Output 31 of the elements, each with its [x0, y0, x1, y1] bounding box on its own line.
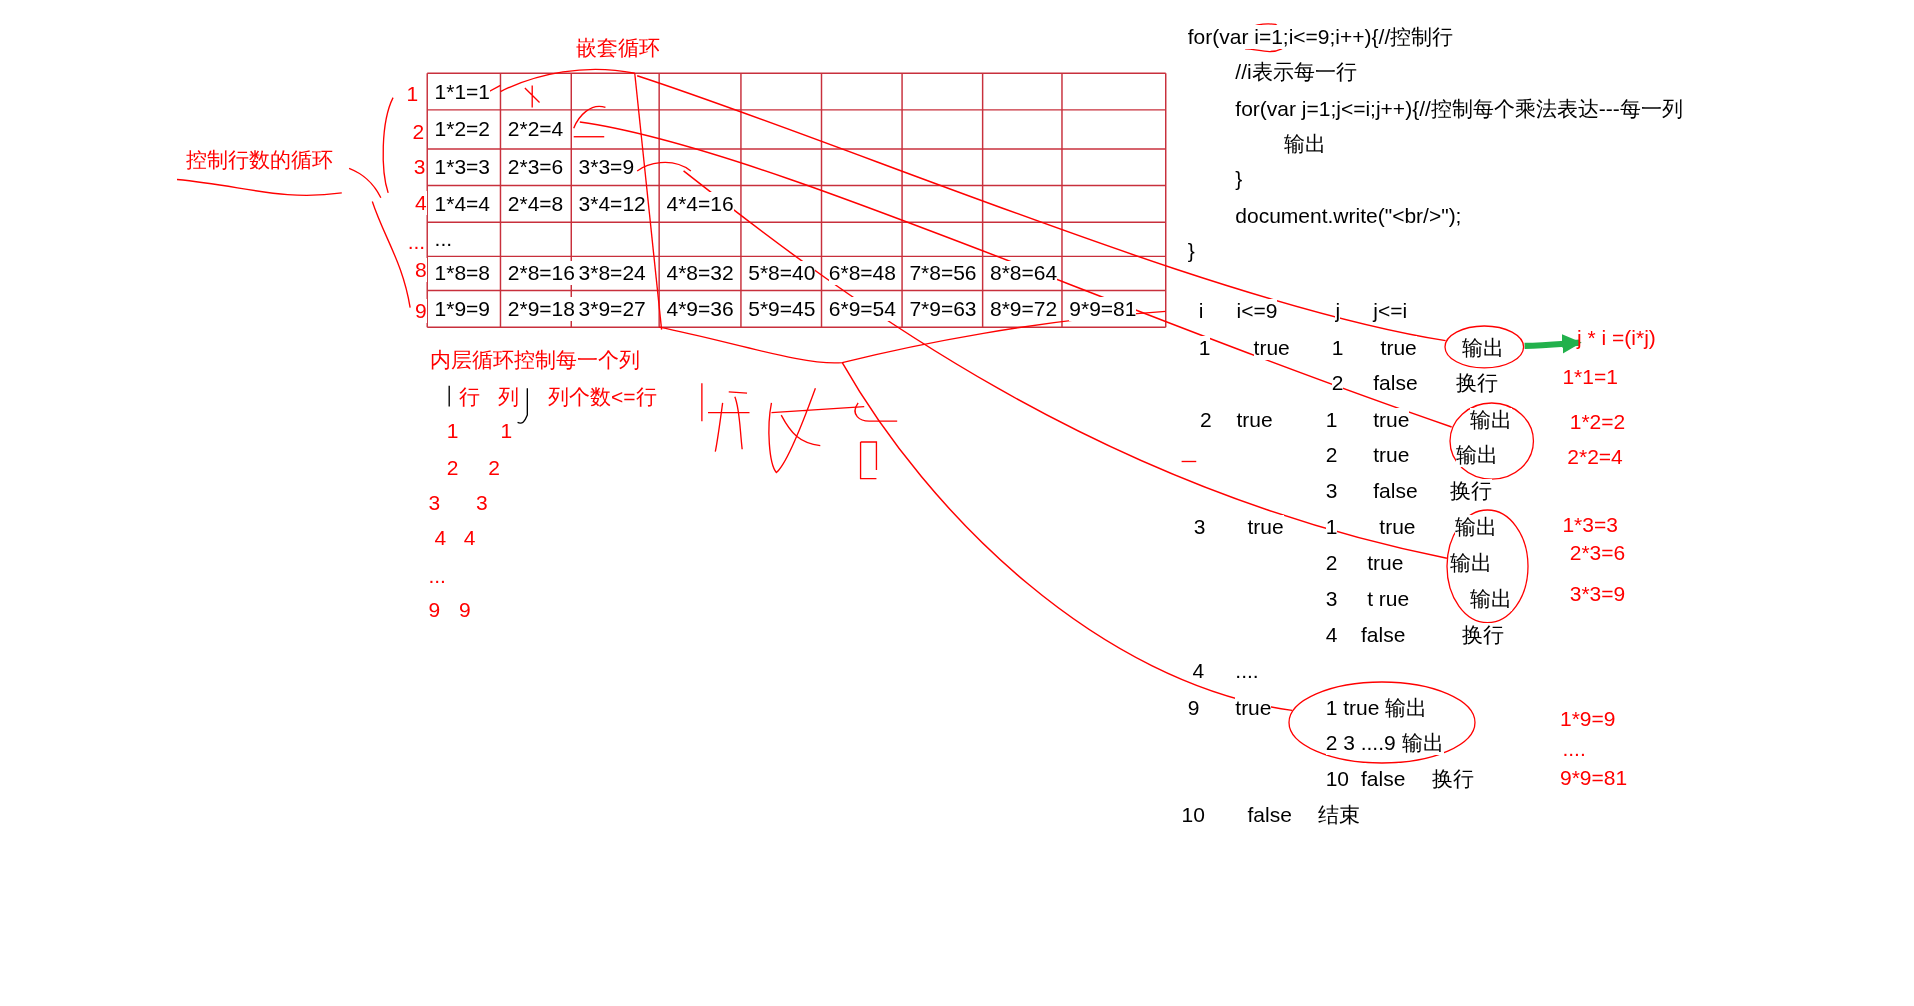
- circled-group: [1287, 681, 1476, 765]
- annotation-text: 列个数<=行: [548, 384, 657, 409]
- trace-value: 换行: [1450, 478, 1493, 503]
- circled-group: [1448, 401, 1535, 480]
- annotation-text: 控制行数的循环: [185, 147, 333, 172]
- connector-line: [682, 170, 1448, 559]
- output-text: 输出: [1469, 587, 1512, 612]
- arrow: [1524, 334, 1582, 354]
- column-heading: 行: [458, 384, 480, 409]
- trace-value: 结束: [1318, 803, 1361, 828]
- table-cell: 2*8=16: [507, 261, 575, 286]
- formula-text: j * i =(i*j): [1577, 322, 1709, 354]
- table-cell: 9*9=81: [1069, 296, 1137, 321]
- trace-value: 换行: [1431, 766, 1474, 791]
- table-cell: 6*9=54: [828, 296, 896, 321]
- row-number: 4: [415, 190, 427, 215]
- output-text: 2 3 ....9 输出: [1325, 731, 1444, 756]
- circled-group: [1446, 509, 1530, 624]
- column-heading: 列: [498, 384, 519, 409]
- annotation-text: 内层循环控制每一个列: [429, 348, 640, 373]
- row-number: 8: [415, 257, 427, 282]
- row-number: 9: [415, 299, 427, 324]
- output-text: 输出: [1455, 515, 1497, 540]
- circled-group: [1444, 324, 1525, 369]
- trace-value: 换行: [1462, 622, 1505, 647]
- trace-value: 换行: [1456, 371, 1499, 396]
- annotation-text: 嵌套循环: [576, 35, 661, 60]
- connector-line: [841, 361, 1293, 712]
- table-cell: 2*9=18: [507, 296, 575, 321]
- connector-line: [636, 74, 1447, 342]
- output-text: 输出: [1469, 407, 1512, 432]
